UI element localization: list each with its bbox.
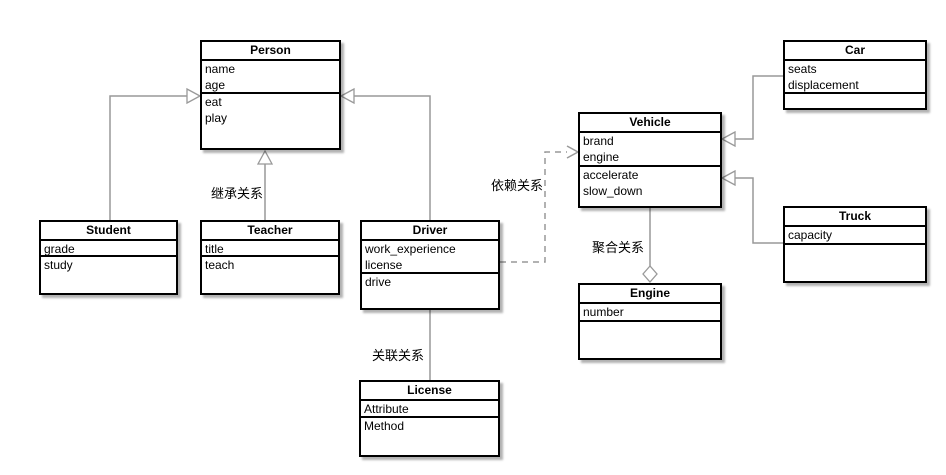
attribute: license [365, 258, 403, 272]
method: Method [364, 419, 405, 433]
edge-label-association[interactable]: 关联关系 [372, 348, 425, 363]
edge-truck-vehicle[interactable] [735, 177, 783, 244]
class-student-title: Student [41, 222, 176, 241]
class-truck[interactable]: Truck capacity [783, 206, 927, 283]
method: study [44, 258, 73, 272]
inheritance-arrow-icon [339, 87, 355, 105]
method: play [205, 111, 228, 125]
class-teacher[interactable]: Teacher title teach [200, 220, 340, 295]
class-student[interactable]: Student grade study [39, 220, 178, 295]
class-vehicle-methods: accelerate slow_down [580, 167, 720, 199]
attribute: capacity [788, 228, 833, 242]
class-person-title: Person [202, 42, 339, 61]
class-teacher-title: Teacher [202, 222, 338, 241]
class-car-title: Car [785, 42, 925, 61]
edge-student-person[interactable] [109, 95, 187, 220]
attribute: Attribute [364, 402, 409, 416]
class-teacher-attributes: title [202, 241, 338, 257]
inheritance-arrow-icon [186, 87, 202, 105]
class-person-attributes: name age [202, 61, 339, 94]
class-driver-attributes: work_experience license [362, 241, 498, 274]
edge-driver-vehicle[interactable] [500, 151, 567, 263]
attribute: number [583, 305, 624, 319]
edge-driver-person[interactable] [354, 95, 431, 220]
class-vehicle-title: Vehicle [580, 114, 720, 133]
attribute: brand [583, 134, 614, 148]
method: teach [205, 258, 235, 272]
attribute: engine [583, 150, 620, 164]
class-license-title: License [361, 382, 498, 401]
attribute: title [205, 242, 224, 256]
class-engine-attributes: number [580, 304, 720, 322]
attribute: displacement [788, 78, 859, 92]
class-truck-attributes: capacity [785, 227, 925, 245]
attribute: grade [44, 242, 75, 256]
edge-label-dependency[interactable]: 依赖关系 [491, 178, 544, 193]
attribute: name [205, 62, 236, 76]
aggregation-diamond-icon [642, 265, 658, 283]
class-engine-title: Engine [580, 285, 720, 304]
inheritance-arrow-icon [256, 149, 274, 165]
attribute: seats [788, 62, 817, 76]
method: slow_down [583, 184, 643, 198]
class-engine[interactable]: Engine number [578, 283, 722, 360]
method: accelerate [583, 168, 639, 182]
class-teacher-methods: teach [202, 257, 338, 273]
class-driver-title: Driver [362, 222, 498, 241]
class-driver-methods: drive [362, 274, 498, 290]
class-vehicle-attributes: brand engine [580, 133, 720, 167]
attribute: age [205, 78, 226, 92]
class-vehicle[interactable]: Vehicle brand engine accelerate slow_dow… [578, 112, 722, 208]
attribute: work_experience [365, 242, 456, 256]
method: eat [205, 95, 222, 109]
class-driver[interactable]: Driver work_experience license drive [360, 220, 500, 310]
class-license[interactable]: License Attribute Method [359, 380, 500, 457]
method: drive [365, 275, 392, 289]
dependency-arrow-icon [566, 145, 580, 159]
class-person[interactable]: Person name age eat play [200, 40, 341, 150]
class-car-attributes: seats displacement [785, 61, 925, 94]
inheritance-arrow-icon [720, 169, 736, 187]
class-truck-title: Truck [785, 208, 925, 227]
inheritance-arrow-icon [720, 130, 736, 148]
class-person-methods: eat play [202, 94, 339, 126]
class-student-methods: study [41, 257, 176, 273]
class-student-attributes: grade [41, 241, 176, 257]
class-license-methods: Method [361, 418, 498, 434]
edge-label-aggregation[interactable]: 聚合关系 [592, 240, 645, 255]
class-license-attributes: Attribute [361, 401, 498, 418]
edge-label-inheritance[interactable]: 继承关系 [211, 186, 264, 201]
class-car[interactable]: Car seats displacement [783, 40, 927, 110]
edge-car-vehicle[interactable] [735, 75, 783, 140]
